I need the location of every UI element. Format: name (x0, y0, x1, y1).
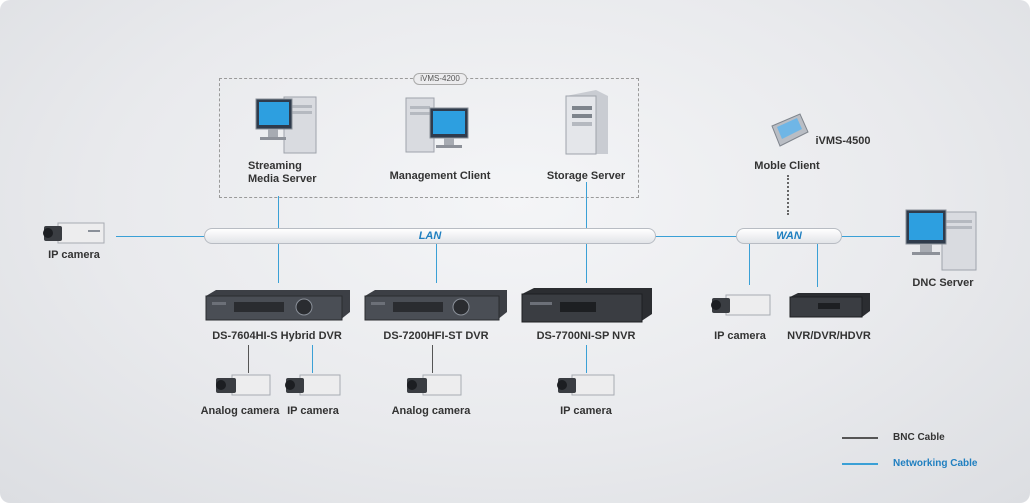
legend-bnc-label: BNC Cable (893, 432, 945, 443)
dvr2-analog-camera-icon (407, 374, 462, 396)
wan-ip-camera-icon (711, 294, 771, 316)
line-dvr1-analog (248, 345, 249, 373)
nvr-ip-camera-icon (557, 374, 615, 396)
wan-label: WAN (776, 230, 802, 242)
dvr1-label: DS-7604HI-S Hybrid DVR (212, 330, 342, 342)
lan-label: LAN (418, 230, 442, 242)
storage-server-label: Storage Server (546, 170, 626, 182)
ip-camera-left-label: IP camera (48, 249, 100, 261)
ivms-4200-title: iVMS-4200 (413, 73, 467, 85)
dvr2-analog-camera-label: Analog camera (391, 405, 471, 417)
mobile-device-icon (771, 113, 809, 147)
streaming-server-icon (255, 96, 317, 154)
mobile-client-label: Moble Client (754, 160, 820, 172)
management-client-label: Management Client (389, 170, 491, 182)
dvr1-analog-camera-icon (216, 374, 271, 396)
line-storage-lan (586, 182, 587, 228)
nvr-label: DS-7700NI-SP NVR (536, 330, 636, 342)
nvr-icon (521, 288, 652, 323)
lan-bus: LAN (204, 228, 656, 244)
line-wan-dnc (842, 236, 900, 237)
line-wan-ipcam (749, 243, 750, 285)
line-dvr1-ipcam (312, 345, 313, 373)
wan-nvr-label: NVR/DVR/HDVR (787, 330, 871, 342)
dvr2-icon (364, 290, 507, 321)
dnc-server-icon (905, 209, 977, 271)
line-lan-wan (655, 236, 736, 237)
dvr1-ip-camera-icon (285, 374, 341, 396)
line-lan-nvr (586, 243, 587, 283)
ivms4500-label: iVMS-4500 (815, 135, 871, 147)
management-client-icon (405, 97, 469, 153)
line-ipcam-lan (116, 236, 204, 237)
line-wan-nvr (817, 243, 818, 287)
dvr2-label: DS-7200HFI-ST DVR (383, 330, 489, 342)
wan-nvr-icon (789, 293, 870, 318)
line-dvr2-analog (432, 345, 433, 373)
storage-server-icon (565, 90, 608, 155)
line-nvr-ipcam (586, 345, 587, 373)
dvr1-analog-camera-label: Analog camera (200, 405, 280, 417)
legend-bnc-swatch (842, 437, 878, 439)
line-streaming-lan (278, 196, 279, 228)
ip-camera-left-icon (43, 222, 105, 244)
wan-ip-camera-label: IP camera (714, 330, 766, 342)
nvr-ip-camera-label: IP camera (560, 405, 612, 417)
dnc-server-label: DNC Server (912, 277, 974, 289)
dvr1-ip-camera-label: IP camera (287, 405, 339, 417)
line-lan-dvr1 (278, 243, 279, 283)
dvr1-icon (205, 290, 350, 321)
line-lan-dvr2 (436, 243, 437, 283)
legend-net-swatch (842, 463, 878, 465)
legend-net-label: Networking Cable (893, 458, 978, 469)
streaming-server-label: Streaming Media Server (248, 160, 317, 185)
wan-bus: WAN (736, 228, 842, 244)
line-mobile-wan (787, 175, 789, 215)
